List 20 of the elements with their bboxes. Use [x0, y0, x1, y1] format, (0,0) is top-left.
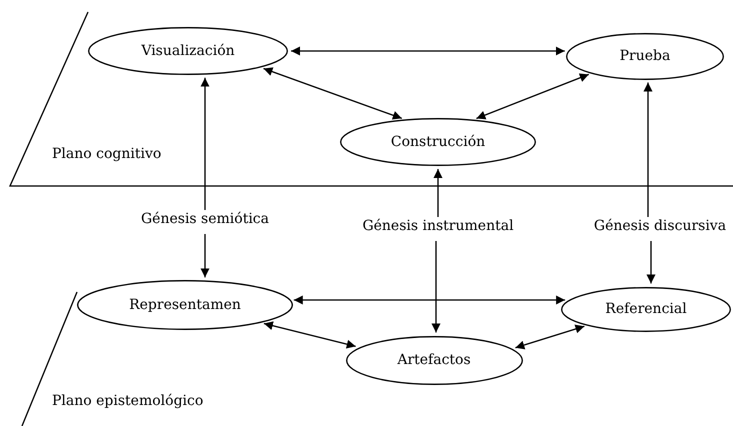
arrow [200, 234, 210, 278]
node-label: Construcción [390, 134, 486, 150]
node-label: Visualización [140, 43, 236, 59]
arrow [264, 321, 356, 349]
arrow [476, 74, 590, 120]
arrow [200, 78, 210, 210]
arrow [294, 296, 566, 304]
arrow [644, 82, 652, 217]
arrow [434, 169, 442, 217]
node-label: Representamen [128, 297, 242, 313]
node-label: Prueba [618, 48, 672, 64]
arrow [432, 241, 440, 332]
arrow [263, 67, 402, 120]
node-label: Referencial [604, 301, 688, 317]
plane-label: Plano cognitivo [52, 146, 162, 162]
plane-label: Plano epistemológico [52, 393, 204, 409]
arrow [291, 46, 565, 56]
node-label: Artefactos [396, 352, 472, 368]
arrow [646, 241, 656, 284]
arrow [515, 324, 585, 350]
